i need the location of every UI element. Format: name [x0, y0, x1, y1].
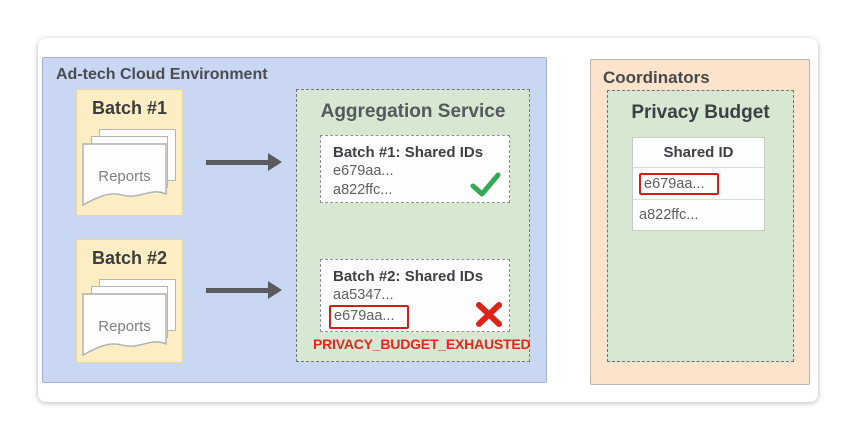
table-row: e679aa...: [633, 168, 764, 199]
aggregation-service-title: Aggregation Service: [320, 101, 506, 122]
table-row: a822ffc...: [633, 199, 764, 230]
privacy-budget-exhausted-error: PRIVACY_BUDGET_EXHAUSTED: [313, 336, 531, 352]
shared-id-value: e679aa...: [333, 163, 394, 179]
red-highlight-box: e679aa...: [329, 305, 410, 329]
privacy-budget-container: Privacy Budget Shared ID e679aa... a822f…: [607, 90, 794, 362]
batch-2-box: Batch #2 Reports: [76, 239, 183, 363]
report-document-icon: [82, 293, 167, 357]
shared-id-value: aa5347...: [333, 287, 394, 303]
shared-id-value: a822ffc...: [333, 182, 393, 198]
batch-2-reports-label: Reports: [98, 318, 151, 335]
batch-1-result-box: Batch #1: Shared IDs e679aa... a822ffc..…: [320, 135, 510, 203]
red-highlight-box: e679aa...: [639, 172, 720, 195]
duplicate-shared-id-highlight: e679aa...: [329, 305, 509, 329]
coordinators-container: Coordinators Privacy Budget Shared ID e6…: [590, 59, 810, 385]
batch-2-flow-arrow-icon: [206, 281, 282, 299]
batch-2-result-header: Batch #2: Shared IDs: [333, 268, 484, 285]
coordinators-title: Coordinators: [603, 68, 710, 87]
batch-1-result-header: Batch #1: Shared IDs: [333, 144, 484, 161]
batch-1-flow-arrow-icon: [206, 153, 282, 171]
report-document-icon: [82, 143, 167, 207]
batch-1-title: Batch #1: [91, 98, 168, 118]
aggregation-service-container: Aggregation Service Batch #1: Shared IDs…: [296, 89, 531, 362]
adtech-environment-container: Ad-tech Cloud Environment Batch #1 Repor…: [42, 57, 547, 383]
adtech-environment-title: Ad-tech Cloud Environment: [56, 66, 268, 83]
privacy-budget-title: Privacy Budget: [631, 102, 770, 123]
batch-2-title: Batch #2: [91, 248, 168, 268]
shared-id-table: Shared ID e679aa... a822ffc...: [632, 137, 765, 231]
batch-2-result-box: Batch #2: Shared IDs aa5347... e679aa...: [320, 259, 510, 332]
check-icon: [470, 172, 501, 197]
cross-icon: [476, 302, 502, 327]
batch-1-box: Batch #1 Reports: [76, 89, 183, 216]
shared-id-table-header: Shared ID: [633, 138, 764, 168]
batch-1-reports-label: Reports: [98, 168, 151, 185]
